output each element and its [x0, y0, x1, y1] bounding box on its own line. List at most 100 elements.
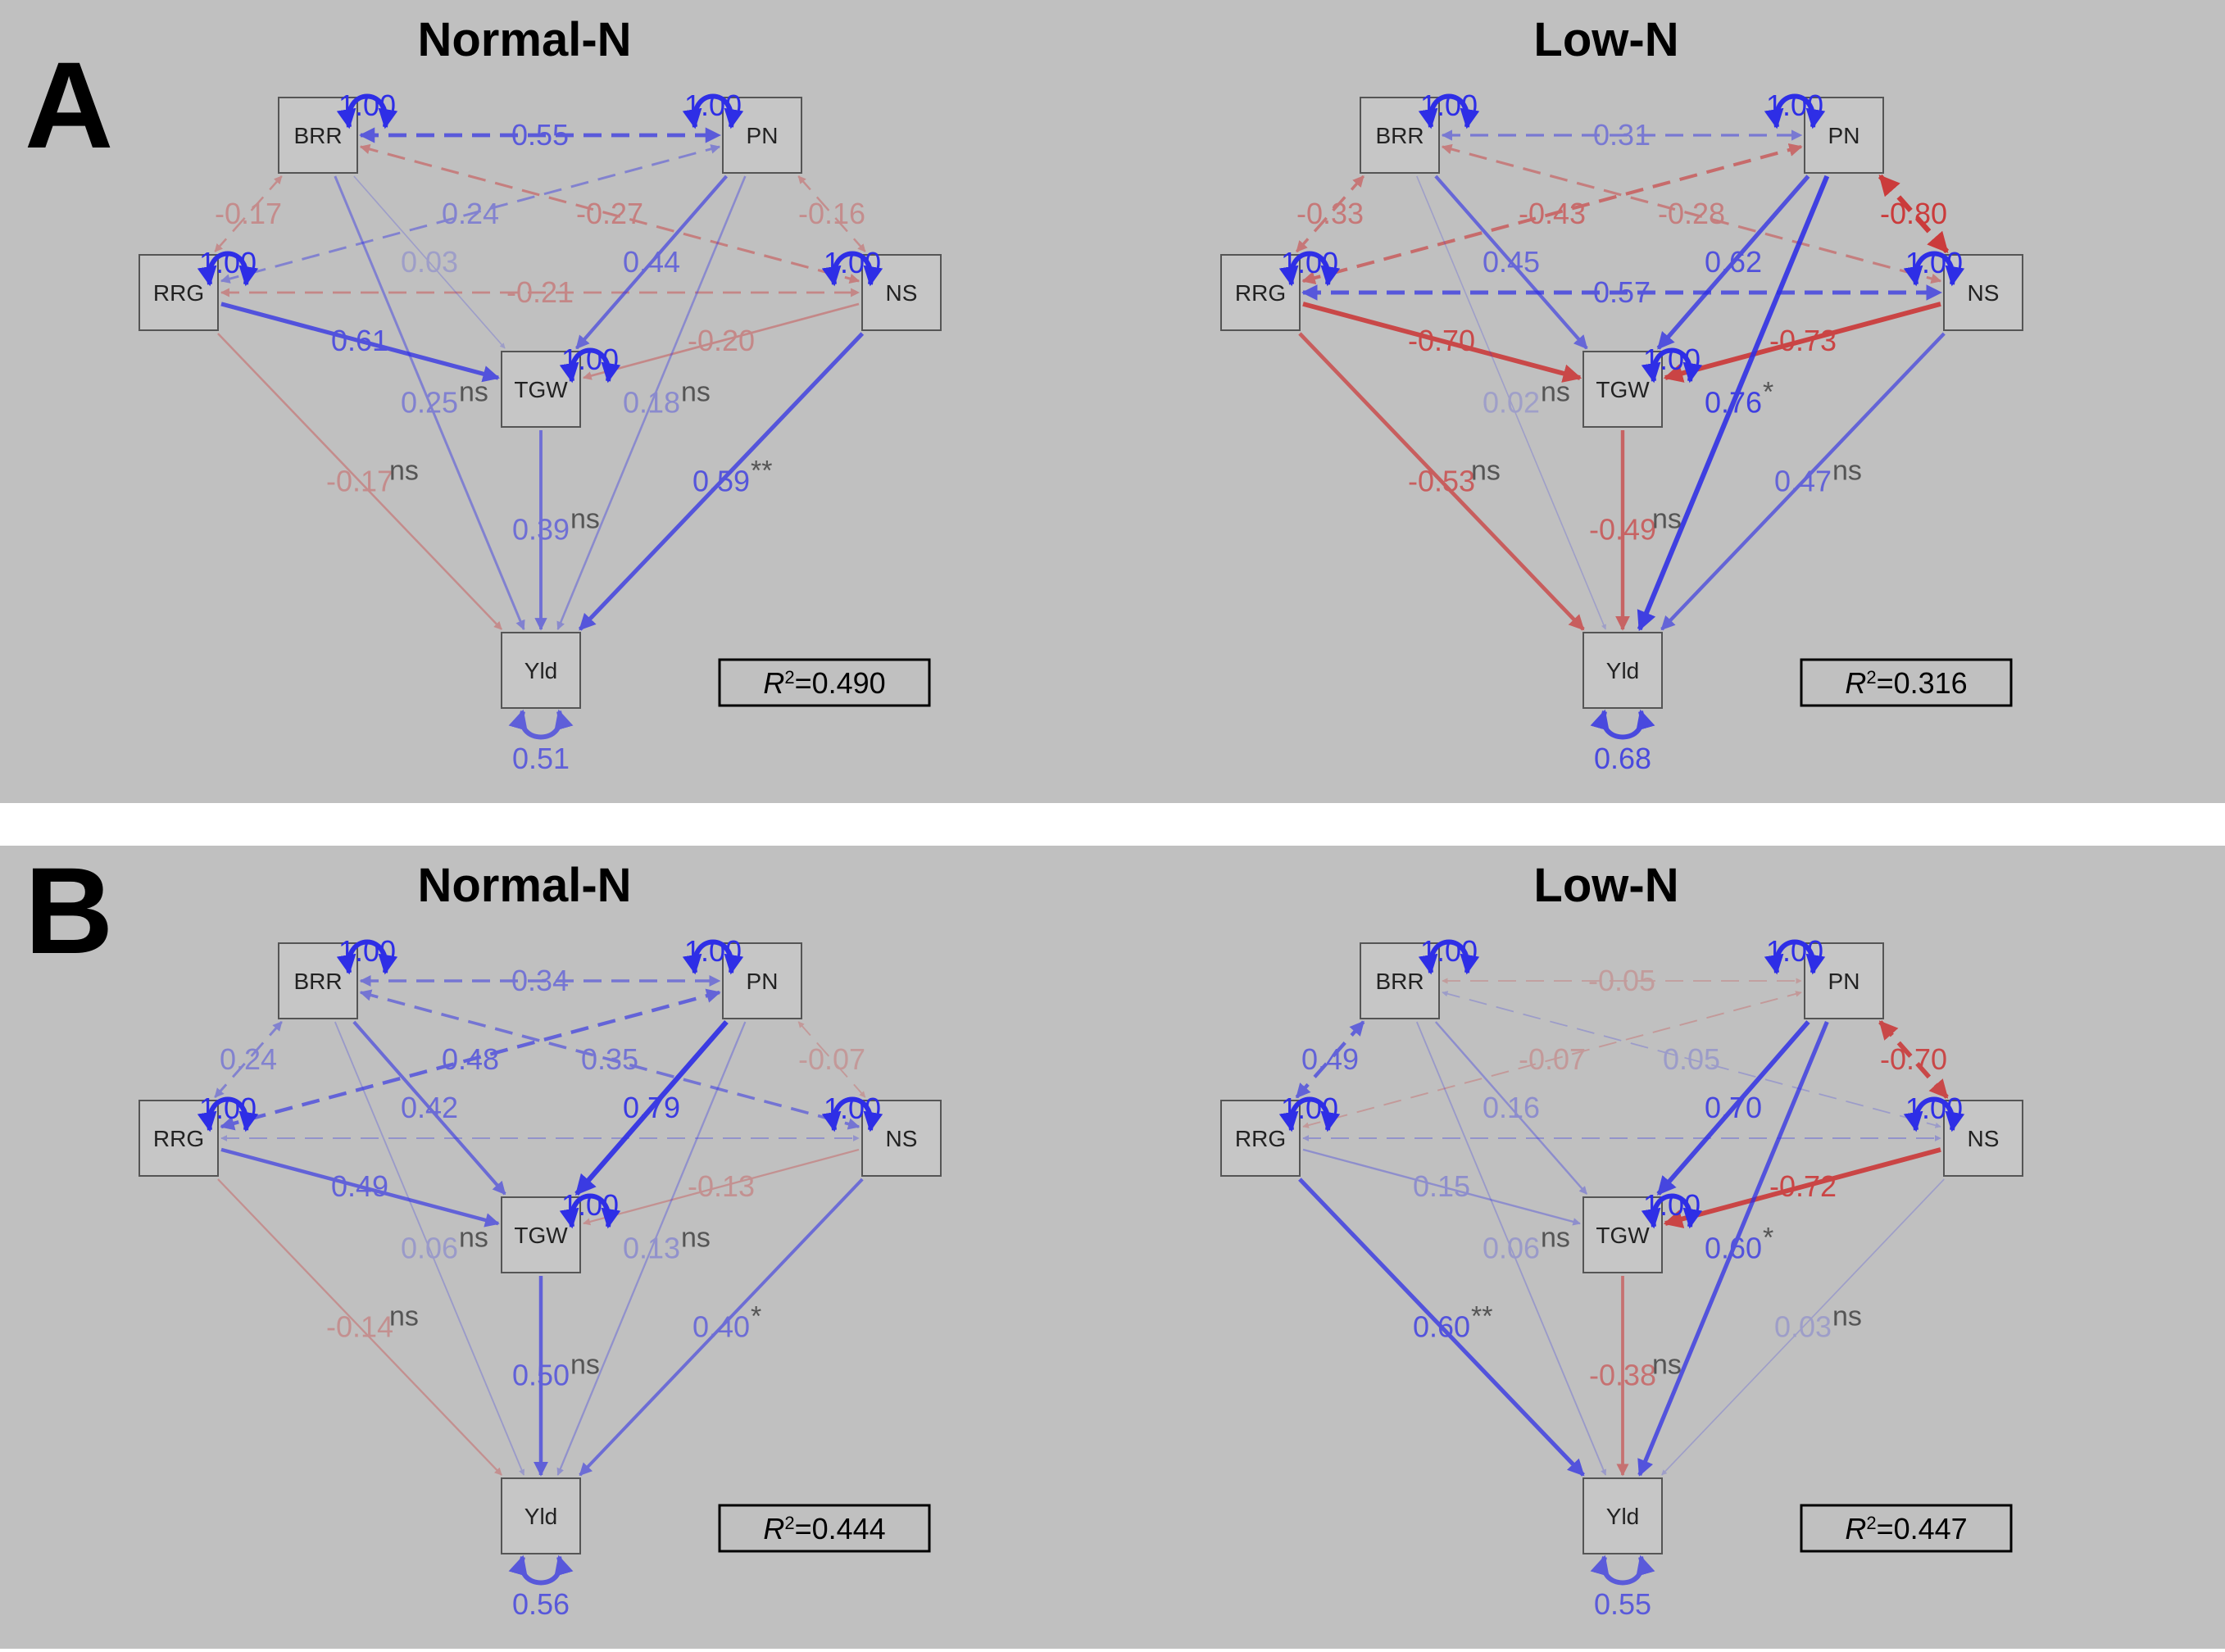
node-label: RRG: [1235, 1126, 1286, 1151]
edge-coefficient: 0.79: [623, 1091, 680, 1124]
edge-line: [582, 302, 860, 380]
edge-pn-ns: -0.70: [1878, 1020, 1949, 1099]
edge-line: [1298, 1178, 1585, 1477]
node-pn: PN1.00: [682, 934, 802, 1019]
edge-coefficient: 0.03: [1774, 1310, 1832, 1344]
edge-line: [1656, 1020, 1810, 1196]
edge-coefficient: -0.05: [1588, 964, 1655, 997]
edge-rrg-ns: -0.21: [220, 275, 860, 309]
edge-coefficient: 0.50: [512, 1359, 570, 1392]
node-box: [1582, 351, 1663, 428]
node-label: NS: [886, 1126, 918, 1151]
variance-label: 1.00: [561, 343, 619, 376]
edge-line: [1878, 174, 1950, 254]
edge-rrg-yld: 0.60: [1298, 1178, 1585, 1477]
node-label: BRR: [293, 969, 342, 994]
edge-coefficient: 0.02: [1483, 386, 1540, 420]
edge-line: [1878, 1020, 1949, 1099]
node-label: TGW: [1596, 377, 1650, 402]
edge-rrg-pn: -0.43: [1301, 143, 1803, 285]
node-label: PN: [1828, 969, 1860, 994]
self-loop: [1590, 1554, 1655, 1586]
edge-ns-tgw: -0.73: [1663, 302, 1941, 383]
node-label: Yld: [1606, 658, 1639, 683]
node-ns: NS1.00: [1903, 246, 2023, 331]
variance-label: 1.00: [1905, 246, 1963, 279]
self-loop: [1903, 251, 1965, 287]
edge-coefficient: -0.17: [326, 465, 393, 498]
edge-rrg-tgw: 0.61: [220, 302, 500, 383]
self-loop: [682, 93, 744, 129]
edge-significance: *: [1763, 377, 1773, 408]
edge-coefficient: 0.13: [623, 1232, 680, 1265]
edge-coefficient: 0.76: [1705, 386, 1762, 420]
edge-coefficient: 0.59: [692, 465, 750, 498]
edge-line: [578, 332, 865, 631]
variance-label: 1.00: [338, 88, 396, 122]
variance-label: 0.51: [512, 742, 570, 775]
edge-rrg-yld: -0.17: [217, 333, 502, 630]
node-label: BRR: [1375, 969, 1424, 994]
variance-label: 0.55: [1594, 1587, 1651, 1621]
edge-brr-tgw: 0.42: [352, 1020, 506, 1196]
edge-coefficient: 0.60: [1413, 1310, 1470, 1344]
edge-rrg-tgw: -0.70: [1302, 302, 1582, 383]
edge-significance: **: [1471, 1301, 1492, 1332]
variance-label: 1.00: [1281, 246, 1338, 279]
edge-coefficient: 0.47: [1774, 465, 1832, 498]
edge-line: [1302, 302, 1582, 383]
r-squared-box: R2=0.316: [1800, 658, 2013, 707]
edge-tgw-yld: -0.49: [1589, 430, 1656, 631]
node-label: RRG: [1235, 280, 1286, 306]
edge-coefficient: -0.13: [688, 1169, 755, 1203]
self-loop: [508, 709, 574, 740]
r-squared-value: R2=0.316: [1845, 666, 1967, 700]
edge-rrg-yld: -0.14: [217, 1178, 502, 1476]
variance-label: 1.00: [1420, 934, 1478, 968]
edge-line: [1416, 175, 1606, 630]
edge-coefficient: 0.16: [1483, 1091, 1540, 1124]
subpanel-title: Normal-N: [417, 13, 631, 66]
edge-coefficient: 0.62: [1705, 245, 1762, 279]
edge-significance: ns: [389, 1301, 419, 1332]
self-loop: [336, 93, 398, 129]
variance-label: 1.00: [684, 88, 742, 122]
edge-coefficient: 0.40: [692, 1310, 750, 1344]
edge-coefficient: -0.72: [1769, 1169, 1837, 1203]
edge-brr-tgw: 0.45: [1434, 175, 1588, 350]
edge-coefficient: -0.07: [1519, 1042, 1586, 1076]
edge-coefficient: -0.70: [1880, 1042, 1947, 1076]
edge-line: [1660, 332, 1946, 631]
edge-coefficient: -0.20: [688, 324, 755, 357]
edge-coefficient: 0.70: [1705, 1091, 1762, 1124]
edge-ns-tgw: -0.72: [1663, 1147, 1941, 1228]
edge-coefficient: 0.18: [623, 386, 680, 420]
edge-pn-yld: 0.13: [556, 1021, 747, 1476]
edge-coefficient: -0.38: [1589, 1359, 1656, 1392]
self-loop: [1903, 1096, 1965, 1132]
edge-coefficient: 0.05: [1663, 1042, 1720, 1076]
edge-line: [1298, 332, 1585, 631]
r-squared-box: R2=0.447: [1800, 1504, 2013, 1553]
node-label: TGW: [514, 1223, 568, 1248]
self-loop: [1590, 709, 1655, 740]
edge-line: [1434, 175, 1588, 350]
edge-coefficient: 0.03: [401, 245, 458, 279]
edge-significance: ns: [681, 1223, 711, 1254]
edge-coefficient: -0.28: [1658, 197, 1725, 230]
edge-rrg-pn: 0.24: [220, 144, 721, 284]
edge-line: [583, 1148, 860, 1226]
edge-significance: *: [1763, 1223, 1773, 1254]
edge-ns-yld: 0.59: [578, 332, 865, 631]
node-label: NS: [1968, 1126, 2000, 1151]
edge-line: [556, 175, 747, 630]
edge-line: [579, 1178, 864, 1477]
edge-significance: ns: [570, 1350, 600, 1381]
